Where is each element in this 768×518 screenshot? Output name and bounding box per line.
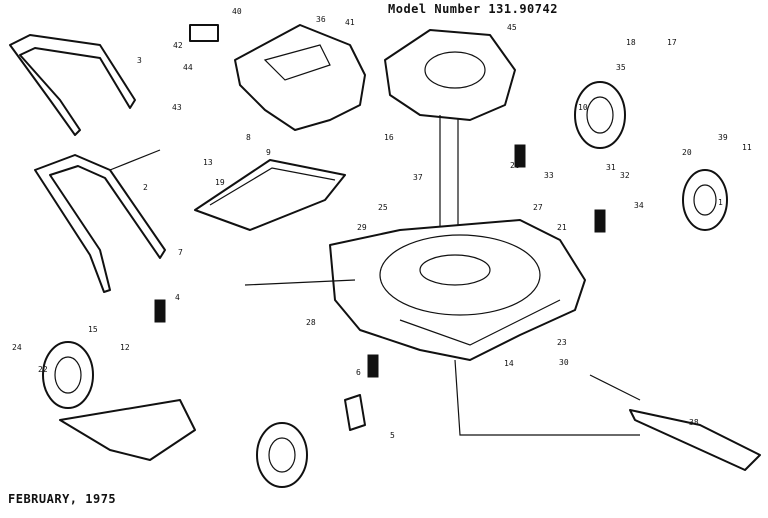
callout-32: 32 <box>620 171 630 180</box>
callout-27: 27 <box>533 203 543 212</box>
callout-40: 40 <box>232 7 242 16</box>
height-adjusters <box>154 144 606 431</box>
mower-deck <box>329 219 586 361</box>
callout-5: 5 <box>390 431 395 440</box>
callout-37: 37 <box>413 173 423 182</box>
callout-25: 25 <box>378 203 388 212</box>
callout-19: 19 <box>215 178 225 187</box>
wheel-rear-left <box>42 341 94 409</box>
lower-handle <box>34 154 166 293</box>
callout-31: 31 <box>606 163 616 172</box>
blade <box>629 409 761 471</box>
callout-15: 15 <box>88 325 98 334</box>
callout-17: 17 <box>667 38 677 47</box>
callout-44: 44 <box>183 63 193 72</box>
callout-43: 43 <box>172 103 182 112</box>
date-label: FEBRUARY, 1975 <box>8 492 117 506</box>
callout-1: 1 <box>718 198 723 207</box>
callout-12: 12 <box>120 343 130 352</box>
callout-30: 30 <box>559 358 569 367</box>
callout-2: 2 <box>143 183 148 192</box>
callout-39: 39 <box>718 133 728 142</box>
engine-shroud <box>189 24 366 131</box>
wheel-rear-right <box>574 81 626 149</box>
callout-11: 11 <box>742 143 752 152</box>
callout-16: 16 <box>384 133 394 142</box>
upper-handle <box>9 34 136 136</box>
callout-38: 38 <box>689 418 699 427</box>
callout-45: 45 <box>507 23 517 32</box>
callout-26: 26 <box>510 161 520 170</box>
engine <box>384 29 516 250</box>
grass-bag-frame <box>194 159 346 231</box>
callout-41: 41 <box>345 18 355 27</box>
wheel-front-right <box>682 169 728 231</box>
callout-6: 6 <box>356 368 361 377</box>
leader-lines <box>109 149 641 436</box>
callout-24: 24 <box>12 343 22 352</box>
callout-28: 28 <box>306 318 316 327</box>
rear-chute <box>59 399 196 461</box>
callout-8: 8 <box>246 133 251 142</box>
callout-14: 14 <box>504 359 514 368</box>
callout-36: 36 <box>316 15 326 24</box>
callout-21: 21 <box>557 223 567 232</box>
callout-18: 18 <box>626 38 636 47</box>
callout-23: 23 <box>557 338 567 347</box>
callout-4: 4 <box>175 293 180 302</box>
callout-7: 7 <box>178 248 183 257</box>
callout-9: 9 <box>266 148 271 157</box>
callout-35: 35 <box>616 63 626 72</box>
callout-33: 33 <box>544 171 554 180</box>
callout-42: 42 <box>173 41 183 50</box>
callout-22: 22 <box>38 365 48 374</box>
callout-10: 10 <box>578 103 588 112</box>
callout-29: 29 <box>357 223 367 232</box>
callout-3: 3 <box>137 56 142 65</box>
wheel-front-left <box>256 422 308 488</box>
callout-34: 34 <box>634 201 644 210</box>
callout-20: 20 <box>682 148 692 157</box>
model-number-title: Model Number 131.90742 <box>388 2 558 16</box>
callout-13: 13 <box>203 158 213 167</box>
